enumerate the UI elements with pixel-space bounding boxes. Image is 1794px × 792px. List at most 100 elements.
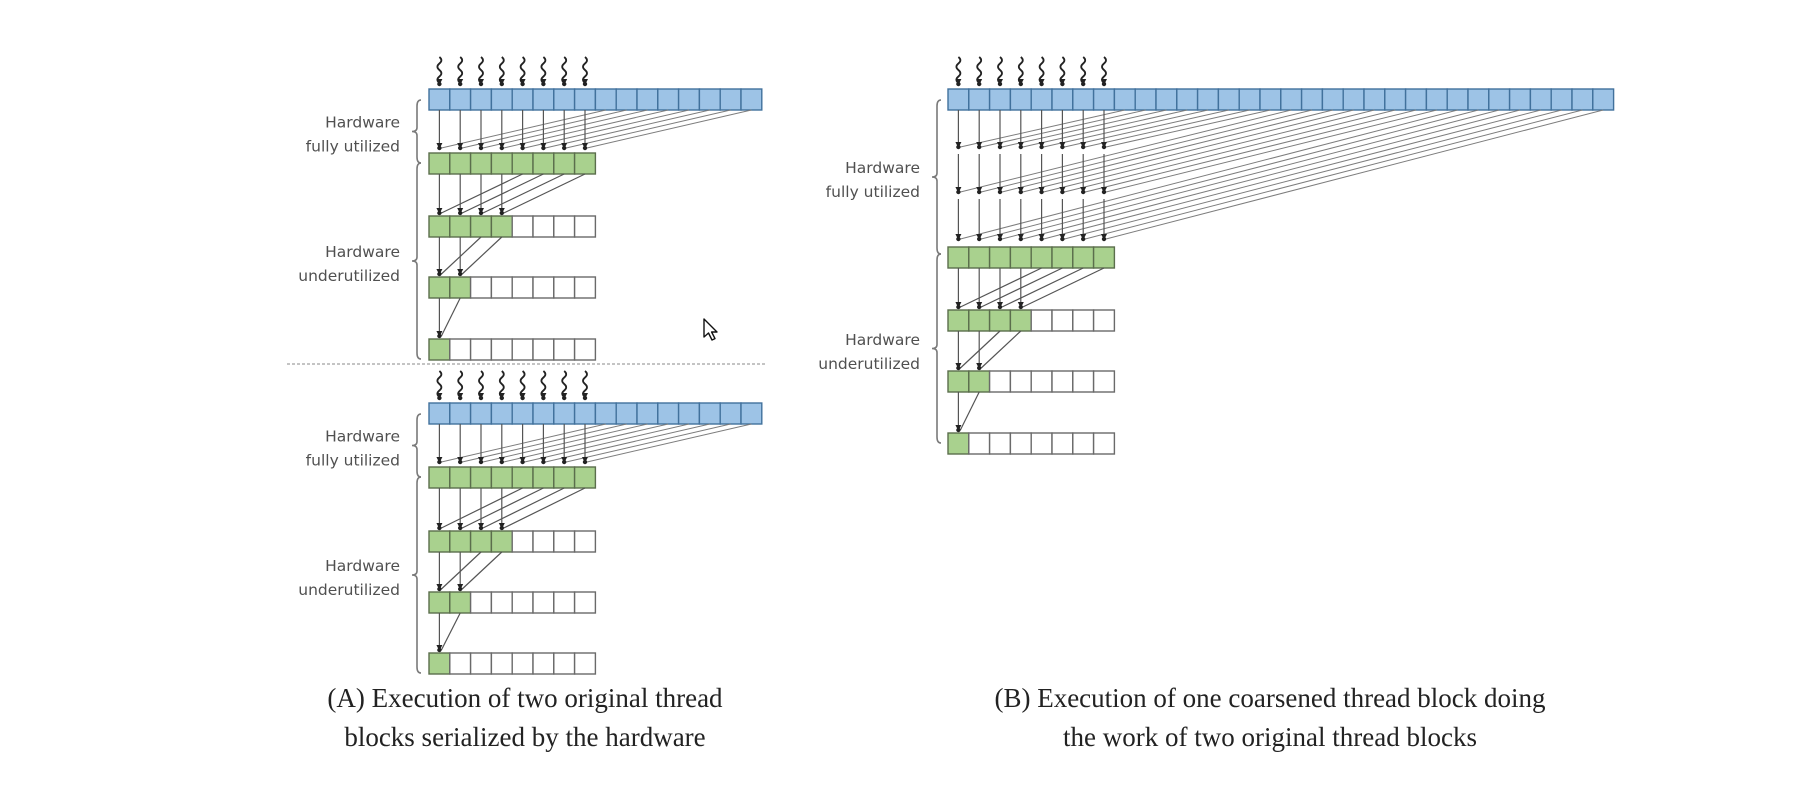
- thread-squiggle-icon: [997, 56, 1003, 84]
- input-cell: [740, 402, 763, 425]
- fan-in-line: [586, 423, 752, 463]
- diagonal-arrow: [503, 487, 586, 529]
- arrow-dot: [437, 525, 442, 531]
- inactive-cell: [573, 215, 597, 238]
- active-cell: [428, 466, 451, 489]
- diagonal-arrow: [440, 612, 461, 651]
- inactive-cell: [1072, 432, 1095, 455]
- arrow-dot: [1081, 189, 1086, 195]
- input-cell: [1238, 88, 1261, 111]
- active-cell: [1009, 246, 1032, 269]
- thread-row-4-active: [428, 215, 597, 238]
- active-cell: [553, 466, 576, 489]
- arrow-dot: [1081, 144, 1086, 150]
- active-cell: [532, 152, 555, 175]
- arrow-dot: [997, 189, 1003, 195]
- bracket-underutilized: [411, 162, 422, 360]
- bracket-underutilized: [931, 253, 942, 444]
- active-cell: [449, 215, 472, 238]
- reduction-stage: [436, 551, 503, 592]
- fan-in-line: [1085, 109, 1583, 240]
- fan-in-line: [1085, 109, 1250, 148]
- inactive-cell: [1051, 432, 1074, 455]
- active-cell: [428, 215, 451, 238]
- active-cell: [573, 152, 597, 175]
- input-cell: [469, 402, 493, 425]
- input-cell: [1488, 88, 1511, 111]
- label-underutilized-line: Hardware: [845, 331, 920, 349]
- inactive-cell: [1030, 370, 1053, 393]
- arrow-dot: [956, 427, 961, 433]
- arrow-dot: [541, 459, 546, 465]
- active-cell: [1051, 246, 1074, 269]
- label-fully-utilized-line: fully utilized: [826, 183, 920, 201]
- arrow-dot: [541, 145, 546, 151]
- input-cell: [511, 88, 534, 111]
- inactive-cell: [532, 215, 555, 238]
- inactive-cell: [553, 591, 576, 614]
- active-cell: [532, 466, 555, 489]
- fan-in-line: [981, 109, 1146, 148]
- arrow-dot: [458, 395, 463, 401]
- active-cell: [469, 530, 493, 553]
- inactive-cell: [553, 215, 576, 238]
- arrow-dot: [437, 145, 442, 151]
- inactive-cell: [1072, 309, 1095, 332]
- reduction-stage: [436, 612, 461, 653]
- active-cell: [428, 152, 451, 175]
- active-cell: [428, 530, 451, 553]
- fan-in-line: [981, 109, 1479, 240]
- arrow-dot: [1018, 81, 1023, 87]
- fan-in-line: [1043, 109, 1541, 240]
- thread-squiggle-icon: [436, 370, 443, 398]
- inactive-cell: [968, 432, 991, 455]
- input-cell: [657, 402, 680, 425]
- active-cell: [490, 152, 513, 175]
- input-cell: [553, 88, 576, 111]
- mouse-pointer-icon: [703, 318, 718, 341]
- bracket-fully-utilized: [411, 99, 422, 164]
- active-cell: [490, 530, 513, 553]
- label-underutilized-line: Hardware: [325, 243, 400, 261]
- thread-squiggle-icon: [457, 370, 464, 398]
- inactive-cell: [449, 652, 472, 675]
- thread-squiggle-icon: [561, 56, 568, 84]
- active-cell: [469, 215, 493, 238]
- active-cell: [947, 246, 970, 269]
- input-cell: [553, 402, 576, 425]
- label-fully-utilized-line: fully utilized: [306, 452, 400, 470]
- fan-in-line: [1085, 109, 1417, 193]
- input-cell: [1009, 88, 1032, 111]
- inactive-cell: [511, 530, 534, 553]
- fan-in-line: [503, 423, 669, 463]
- full-stage: [436, 109, 752, 151]
- diagonal-arrow: [441, 173, 523, 214]
- inactive-cell: [1009, 370, 1032, 393]
- reduction-stage: [436, 236, 503, 277]
- arrow-dot: [437, 459, 442, 465]
- active-cell: [490, 466, 513, 489]
- reduction-stage: [955, 391, 980, 433]
- arrow-dot: [520, 81, 525, 87]
- arrow-dot: [478, 145, 484, 151]
- inactive-cell: [1072, 370, 1095, 393]
- fan-in-line: [566, 109, 731, 149]
- input-cell: [1342, 88, 1365, 111]
- active-cell: [490, 215, 513, 238]
- arrow-dot: [458, 210, 463, 216]
- active-cell: [1072, 246, 1095, 269]
- arrow-dot: [1101, 81, 1107, 87]
- arrow-dot: [1060, 81, 1065, 87]
- arrow-dot: [582, 459, 588, 465]
- input-cell: [740, 88, 763, 111]
- fan-in-line: [1001, 109, 1167, 148]
- fan-in-line: [441, 109, 606, 149]
- arrow-dot: [977, 304, 982, 310]
- input-cell: [428, 402, 451, 425]
- inactive-cell: [490, 338, 513, 361]
